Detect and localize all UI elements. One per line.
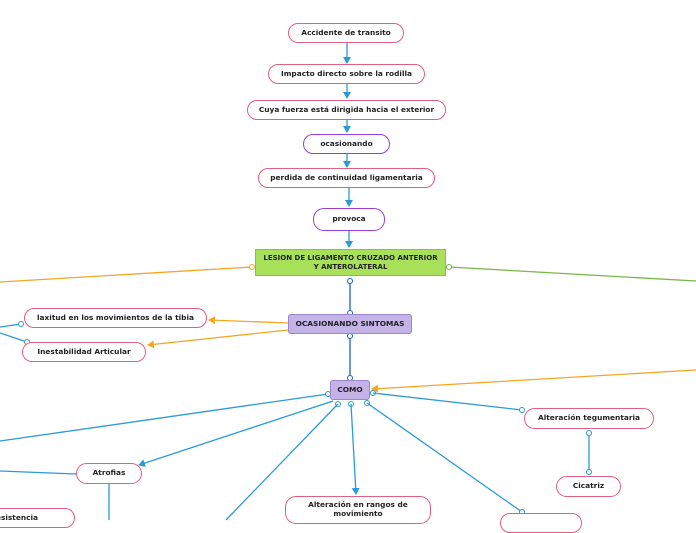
connector-dot: [347, 278, 353, 284]
connector-layer: [0, 43, 696, 520]
node-accidente[interactable]: Accidente de transito: [288, 23, 404, 43]
connector-lesion-right: [448, 266, 696, 282]
connector-right-como: [371, 369, 696, 393]
node-lesion[interactable]: LESION DE LIGAMENTO CRUZADO ANTERIOR Y A…: [255, 249, 446, 276]
connector-como-down-left: [225, 403, 339, 520]
node-laxitud[interactable]: laxitud en los movimientos de la tibia: [24, 308, 207, 328]
connector-dot: [446, 264, 452, 270]
node-cicatriz[interactable]: Cicatriz: [556, 476, 621, 497]
node-alteracion-tegumentaria[interactable]: Alteración tegumentaria: [524, 408, 654, 429]
connector-sintomas-inestabilidad: [147, 329, 289, 349]
connector-dot: [249, 264, 255, 270]
connector-como-atrofias: [138, 400, 334, 467]
node-perdida[interactable]: perdida de continuidad ligamentaria: [258, 168, 435, 188]
connector-sintomas-laxitud: [208, 316, 289, 325]
connector-dot: [586, 430, 592, 436]
node-ocasionando[interactable]: ocasionando: [303, 134, 390, 154]
node-atrofias[interactable]: Atrofias: [76, 463, 142, 484]
connector-inestabilidad-left: [0, 332, 28, 343]
connector-como-alteracion-teg: [372, 392, 523, 411]
node-partial-bottom-right[interactable]: [500, 513, 582, 533]
node-alteracion-rangos[interactable]: Alteración en rangos de movimiento: [285, 496, 431, 524]
connector-lesion-left: [0, 266, 253, 283]
connector-como-far-left: [0, 393, 329, 442]
connector-atrofias-left: [0, 470, 77, 475]
connector-dot: [18, 321, 24, 327]
node-inestabilidad[interactable]: Inestabilidad Articular: [22, 342, 146, 362]
connector-laxitud-left: [0, 323, 22, 328]
node-como[interactable]: COMO: [330, 380, 370, 400]
connector-dot: [586, 469, 592, 475]
connector-como-rangos: [350, 403, 360, 495]
node-resistencia-partial[interactable]: esistencia: [0, 508, 75, 528]
connector-como-down-right: [366, 402, 523, 513]
node-impacto[interactable]: Impacto directo sobre la rodilla: [268, 64, 425, 84]
node-sintomas[interactable]: OCASIONANDO SINTOMAS: [288, 314, 412, 334]
connector-dot: [347, 333, 353, 339]
node-provoca[interactable]: provoca: [313, 208, 385, 231]
connector-dot: [519, 407, 525, 413]
node-fuerza[interactable]: Cuya fuerza está dirigida hacia el exter…: [247, 100, 446, 120]
